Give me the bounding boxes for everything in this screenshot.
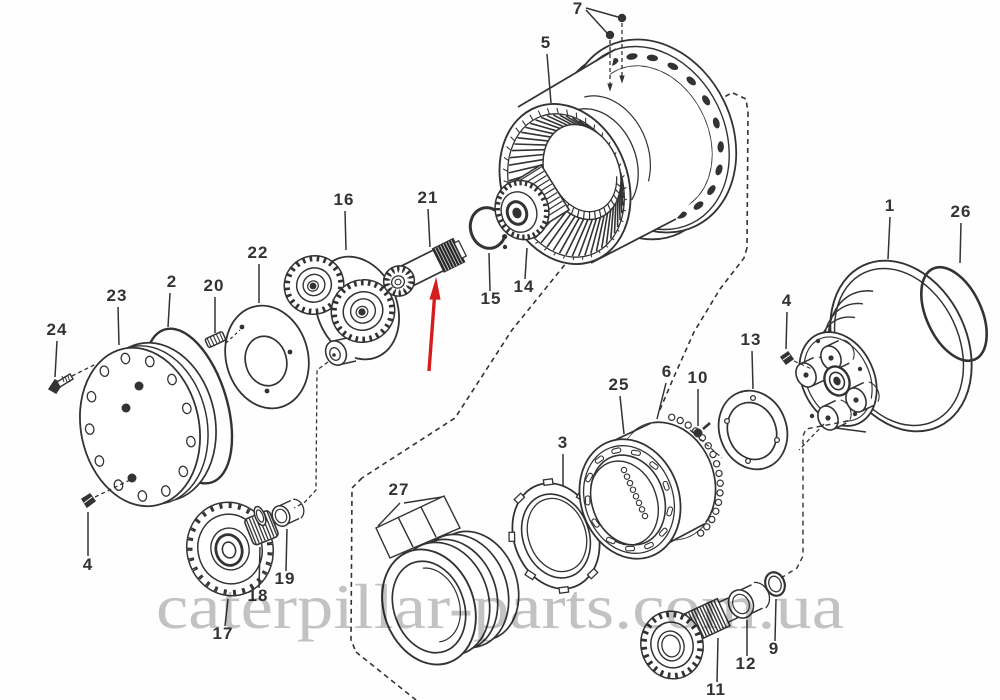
svg-text:14: 14 bbox=[514, 277, 535, 296]
svg-text:2: 2 bbox=[167, 272, 177, 291]
svg-text:27: 27 bbox=[389, 480, 410, 499]
svg-text:3: 3 bbox=[558, 433, 568, 452]
svg-text:23: 23 bbox=[107, 286, 128, 305]
svg-text:4: 4 bbox=[782, 291, 792, 310]
svg-text:19: 19 bbox=[275, 569, 296, 588]
svg-text:18: 18 bbox=[248, 586, 269, 605]
svg-text:12: 12 bbox=[736, 654, 757, 673]
svg-text:25: 25 bbox=[609, 375, 630, 394]
svg-text:11: 11 bbox=[706, 680, 726, 699]
svg-text:21: 21 bbox=[418, 188, 439, 207]
svg-text:20: 20 bbox=[204, 276, 225, 295]
svg-text:5: 5 bbox=[541, 33, 551, 52]
svg-text:22: 22 bbox=[248, 243, 269, 262]
svg-text:4: 4 bbox=[83, 555, 93, 574]
svg-text:7: 7 bbox=[573, 0, 583, 18]
svg-text:26: 26 bbox=[951, 202, 972, 221]
svg-text:caterpillar-parts.com.ua: caterpillar-parts.com.ua bbox=[156, 571, 844, 642]
svg-text:17: 17 bbox=[213, 624, 234, 643]
svg-text:15: 15 bbox=[481, 289, 502, 308]
svg-text:13: 13 bbox=[741, 330, 762, 349]
svg-text:10: 10 bbox=[688, 368, 709, 387]
svg-text:6: 6 bbox=[662, 362, 672, 381]
svg-text:9: 9 bbox=[769, 639, 779, 658]
svg-text:1: 1 bbox=[885, 196, 895, 215]
svg-text:16: 16 bbox=[334, 190, 355, 209]
svg-text:24: 24 bbox=[47, 320, 68, 339]
